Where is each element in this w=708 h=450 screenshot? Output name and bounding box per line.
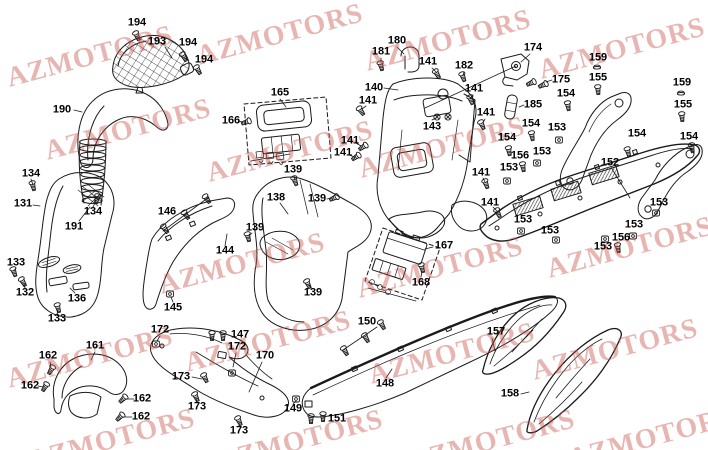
- screw-glyph: [480, 177, 492, 190]
- screw-glyph: [192, 63, 204, 77]
- screw-glyph: [53, 301, 63, 314]
- screw-glyph: [476, 118, 488, 132]
- clip-glyph: [517, 227, 525, 235]
- part-161-front-fender: [52, 353, 128, 419]
- screw-glyph: [593, 83, 603, 96]
- clip-glyph: [555, 136, 563, 144]
- screw-glyph: [504, 144, 514, 157]
- part-131-front-cover: [35, 172, 115, 318]
- screw-glyph: [360, 331, 372, 345]
- part-157-decal: [481, 297, 567, 375]
- part-stay-bracket-right: [637, 144, 703, 220]
- screw-glyph: [677, 110, 687, 123]
- screw-glyph: [524, 77, 538, 89]
- screw-glyph: [179, 208, 192, 222]
- clip-glyph: [533, 159, 541, 167]
- part-167-relay-box-kit: [364, 227, 441, 302]
- clip-glyph: [601, 235, 609, 243]
- part-138-leg-shield: [252, 176, 372, 331]
- screw-glyph: [8, 265, 20, 278]
- part-180-clip: [400, 46, 420, 73]
- screw-glyph: [302, 277, 314, 291]
- screw-glyph: [233, 414, 245, 428]
- clip-glyph: [552, 236, 560, 244]
- screw-glyph: [116, 392, 130, 406]
- clip-glyph: [152, 340, 160, 348]
- part-144-side-panel: [142, 197, 236, 310]
- part-191-steering-boot: [78, 138, 107, 206]
- cap-glyph: [592, 64, 602, 70]
- screw-glyph: [199, 371, 211, 385]
- screw-glyph: [376, 318, 388, 332]
- clip-glyph: [629, 232, 637, 240]
- screw-glyph: [613, 241, 623, 254]
- screw-glyph: [417, 261, 427, 274]
- screw-glyph: [208, 330, 216, 342]
- screw-glyph: [190, 390, 202, 404]
- clip-glyph: [503, 177, 511, 185]
- screw-glyph: [563, 99, 573, 112]
- screw-glyph: [113, 410, 127, 424]
- part-174-bag-hook: [500, 53, 530, 87]
- part-140-inner-cover: [376, 77, 488, 239]
- part-136-emblem-plates: [48, 275, 90, 291]
- screw-glyph: [536, 79, 550, 91]
- screw-glyph: [289, 174, 301, 187]
- screw-glyph: [240, 116, 253, 128]
- part-170-rear-mudguard: [150, 327, 289, 418]
- clip-glyph: [166, 290, 174, 298]
- part-158-decal: [526, 327, 622, 434]
- part-185-rubber-pad: [504, 94, 518, 120]
- screw-glyph: [527, 129, 537, 142]
- cap-glyph: [676, 90, 686, 96]
- screw-glyph: [518, 160, 528, 173]
- part-148-lower-skirt: [301, 295, 558, 418]
- screw-glyph: [457, 70, 469, 83]
- screw-glyph: [243, 230, 253, 243]
- part-165-fuse-box-kit: [243, 96, 332, 166]
- part-stay-bracket-left: [559, 92, 632, 191]
- bolt-glyph: [444, 113, 452, 121]
- screw-glyph: [356, 140, 370, 153]
- screw-glyph: [349, 150, 363, 163]
- screw-glyph: [28, 179, 38, 192]
- screw-glyph: [17, 275, 29, 289]
- part-152-floor-panel: [479, 143, 701, 242]
- part-190-handlebar-cover: [77, 88, 169, 169]
- part-193-seat-grille: [112, 34, 195, 94]
- screw-glyph: [45, 363, 57, 377]
